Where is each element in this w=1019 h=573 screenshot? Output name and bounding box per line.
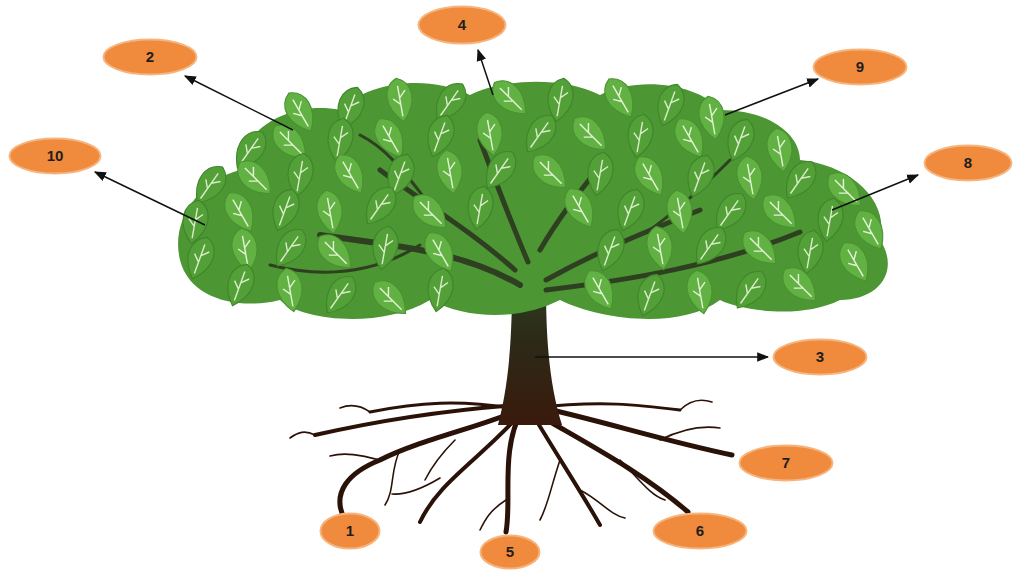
callout-number: 6 [696, 523, 704, 540]
leaf [776, 261, 825, 310]
callout-ellipse: 2 [102, 38, 198, 76]
leaf [578, 265, 621, 315]
leaf [764, 126, 796, 174]
callout-ellipse: 5 [479, 534, 541, 570]
leaf [311, 228, 360, 277]
ellipse-shape [740, 446, 833, 481]
root [420, 410, 524, 522]
callout-number: 10 [47, 148, 64, 165]
leaf [267, 223, 313, 273]
leaf [434, 148, 466, 196]
leaf [328, 149, 371, 199]
callout-ellipse: 3 [772, 338, 868, 376]
leaf [221, 260, 259, 310]
leaf [566, 110, 615, 159]
leaf [631, 270, 669, 320]
leaf [517, 109, 563, 159]
leaf [721, 115, 759, 165]
leader-line [535, 356, 768, 358]
root [530, 410, 600, 525]
callout-number: 2 [146, 49, 154, 66]
leaf [181, 233, 219, 283]
leaf [474, 110, 506, 158]
leaf [684, 268, 716, 316]
tree-crown [178, 82, 888, 319]
ellipse-shape [321, 514, 380, 549]
ellipse-shape [419, 7, 506, 44]
leaf [777, 155, 823, 205]
callout-number: 3 [816, 349, 824, 366]
leaf [681, 151, 719, 201]
leaf [274, 266, 306, 314]
leaf [366, 274, 415, 323]
callout-number: 5 [506, 544, 514, 561]
ellipse-shape [104, 40, 197, 75]
leaf [266, 185, 304, 235]
ellipse-shape [774, 340, 867, 375]
ellipse-shape [481, 536, 540, 569]
leaf [644, 224, 676, 272]
leaf [357, 181, 403, 231]
leaf [369, 224, 401, 272]
root [370, 403, 510, 412]
root [315, 405, 515, 435]
leaf [591, 225, 629, 275]
leaf [584, 150, 616, 198]
leader-line [478, 50, 493, 95]
leader-line [185, 76, 293, 130]
leaf [727, 265, 773, 315]
leaf [424, 266, 456, 314]
callout-number: 4 [458, 17, 466, 34]
callout-number: 8 [964, 155, 972, 172]
leaf [384, 76, 416, 124]
leaf [736, 224, 785, 273]
callout-number: 1 [346, 523, 354, 540]
leaf [558, 183, 601, 233]
callout-ellipse: 4 [417, 5, 507, 45]
leaf [664, 188, 696, 236]
leaf [526, 148, 575, 197]
leader-line [725, 79, 818, 115]
callout-ellipse: 7 [738, 444, 834, 482]
leader-lines [95, 50, 918, 357]
leaf [314, 188, 346, 236]
leaf [624, 112, 656, 160]
ellipse-shape [814, 50, 907, 85]
leaf [687, 221, 733, 271]
callout-ellipse: 9 [812, 48, 908, 86]
leaf [756, 188, 805, 237]
leader-line [95, 172, 205, 225]
leaf [833, 237, 876, 287]
ellipse-shape [10, 139, 101, 174]
branches [270, 135, 800, 290]
root [530, 405, 732, 455]
leaf [406, 188, 455, 237]
leader-line [832, 175, 918, 210]
leaf [464, 184, 496, 232]
leaf [598, 73, 641, 123]
leaf [611, 185, 649, 235]
callout-number: 7 [782, 455, 790, 472]
callout-ellipse: 6 [652, 512, 748, 550]
ellipse-shape [925, 146, 1012, 181]
callout-ellipse: 1 [319, 512, 381, 550]
ellipse-shape [654, 514, 747, 549]
leaves [179, 73, 892, 323]
callout-number: 9 [856, 59, 864, 76]
callout-ellipse: 8 [923, 144, 1013, 182]
callout-ellipse: 10 [8, 137, 102, 175]
leaf [317, 270, 363, 320]
